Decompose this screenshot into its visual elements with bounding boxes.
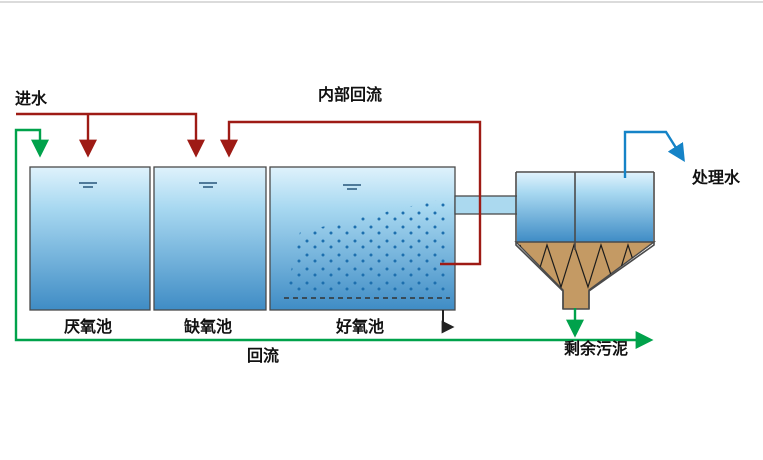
influent-line [16,112,205,158]
return-flow-label: 回流 [247,346,279,365]
internal-recycle-label: 内部回流 [318,85,382,104]
anoxic-tank [153,166,267,311]
treated-water-label: 处理水 [691,168,741,187]
clarifier-scraper [519,243,643,289]
aerobic-tank-label: 好氧池 [335,317,384,336]
clarifier-water [517,173,653,242]
anoxic-tank-label: 缺氧池 [184,317,232,336]
water-level-mark-anaerobic [79,182,97,188]
aeration-bubbles [286,198,446,293]
clarifier-walls [515,171,655,309]
effluent-line [623,130,685,178]
transfer-pipe [454,195,522,215]
anaerobic-tank-label: 厌氧池 [64,317,112,336]
influent-label: 进水 [15,89,48,108]
anaerobic-tank [29,166,151,311]
return-sludge-line [14,128,575,342]
clarifier-sludge [514,241,657,310]
internal-recycle-line [220,120,482,266]
water-level-mark-aerobic [343,184,361,190]
excess-sludge-label: 剩余污泥 [564,339,628,358]
air-supply-pipe [441,310,455,334]
water-level-mark-anoxic [199,182,217,188]
